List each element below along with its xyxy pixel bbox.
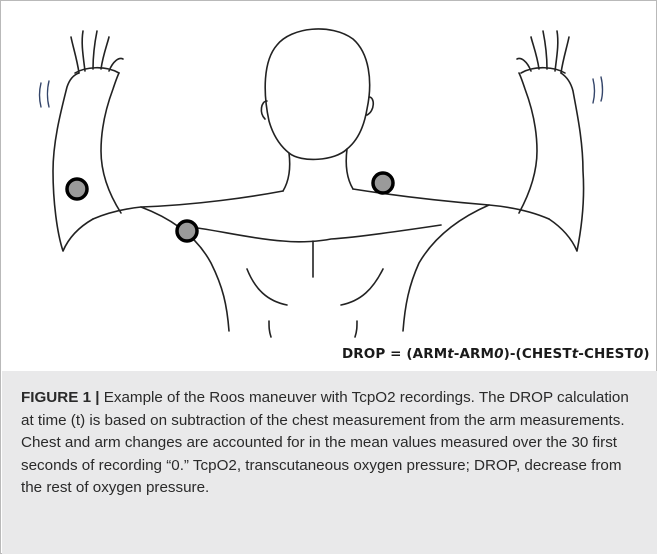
tcpo2-sensors bbox=[67, 173, 393, 241]
figure-caption: FIGURE 1 | Example of the Roos maneuver … bbox=[21, 387, 641, 500]
chest-sensor bbox=[177, 221, 197, 241]
caption-text: Example of the Roos maneuver with TcpO2 … bbox=[21, 389, 629, 496]
drop-formula: DROP = (ARMt-ARM0)-(CHESTt-CHEST0) bbox=[342, 346, 650, 362]
head-outline bbox=[265, 29, 369, 159]
left-arm-sensor bbox=[67, 179, 87, 199]
roos-maneuver-illustration bbox=[1, 1, 657, 371]
figure-label: FIGURE 1 | bbox=[21, 389, 100, 406]
right-arm-sensor bbox=[373, 173, 393, 193]
